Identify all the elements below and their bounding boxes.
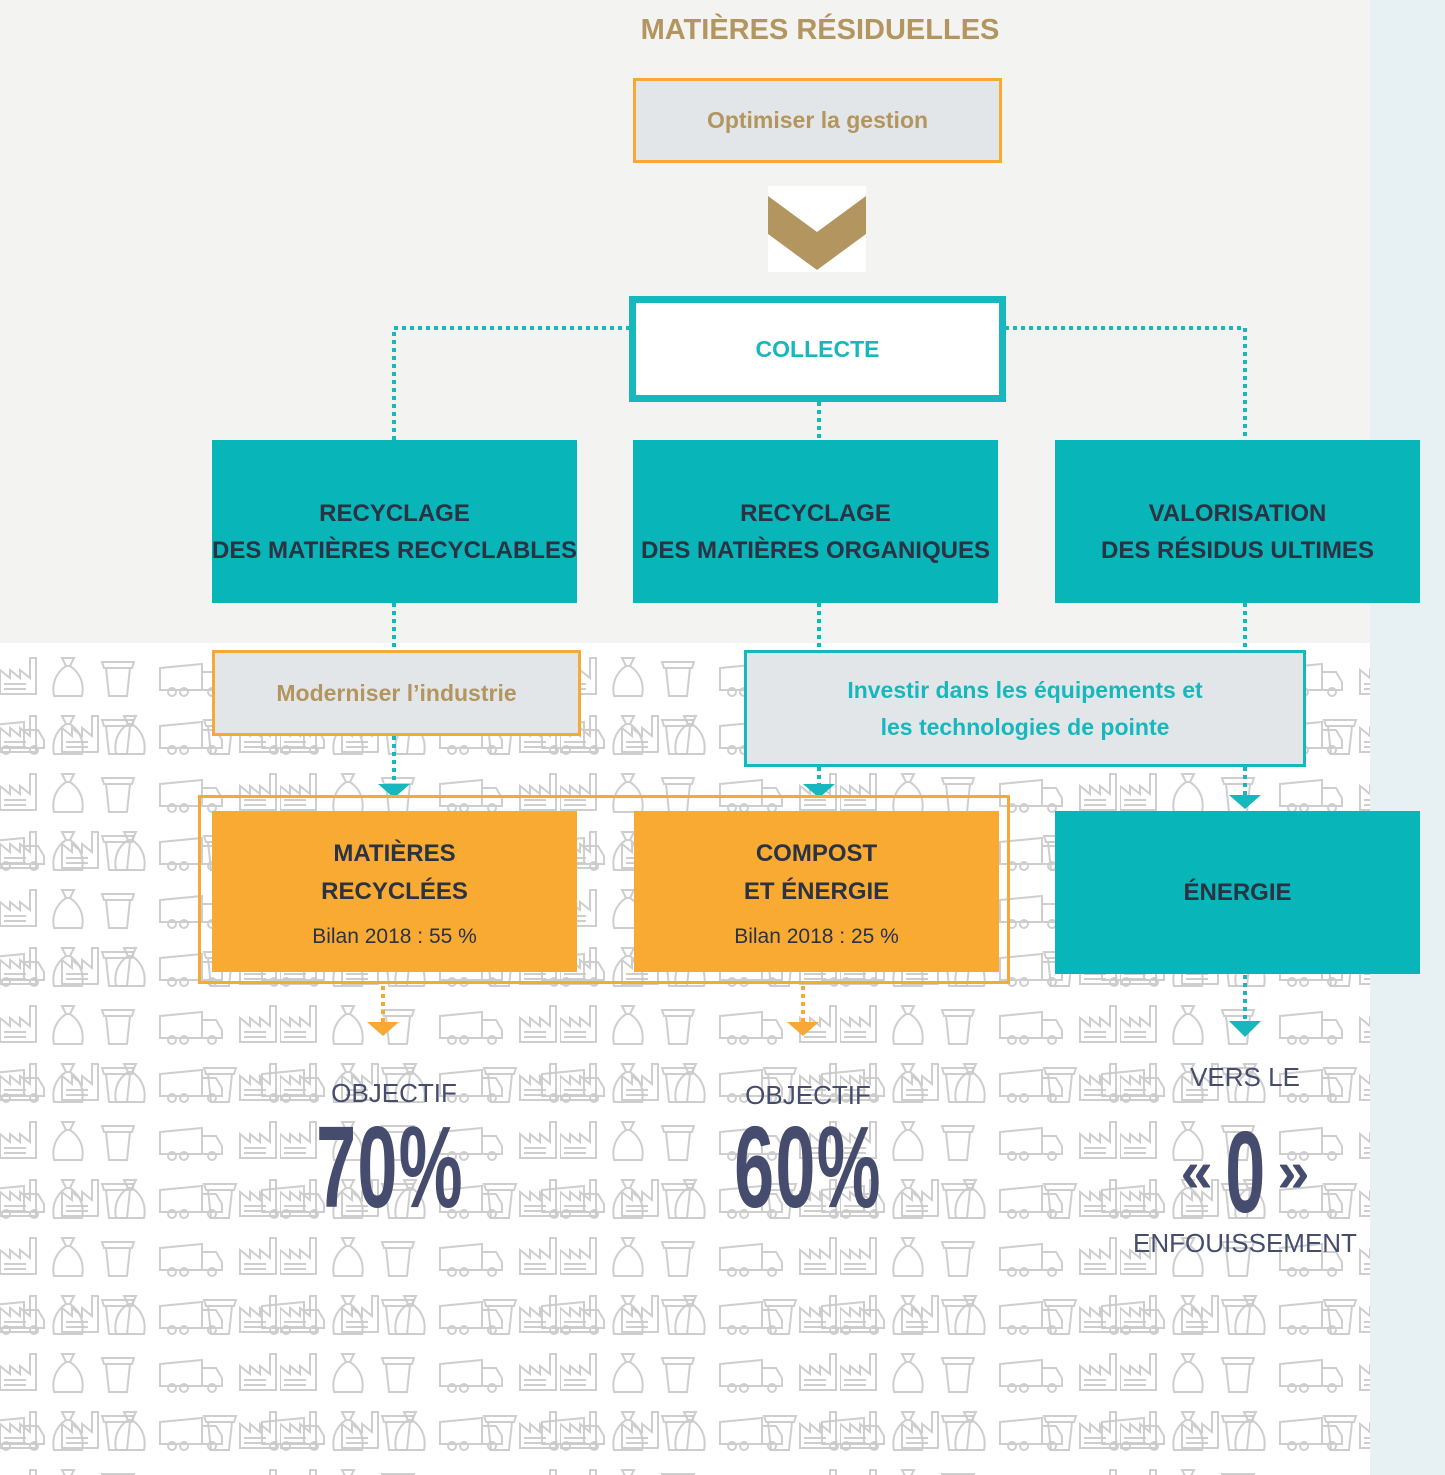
modernize-industry-label: Moderniser l’industrie	[276, 679, 517, 706]
output-recycled-materials-box: MATIÈRES RECYCLÉES Bilan 2018 : 55 %	[212, 811, 577, 972]
arrowhead-icon	[367, 1022, 399, 1036]
output-title: COMPOST	[755, 839, 878, 867]
stream-subtitle: DES MATIÈRES RECYCLABLES	[212, 536, 577, 564]
stream-subtitle: DES RÉSIDUS ULTIMES	[1101, 536, 1374, 564]
page-title: MATIÈRES RÉSIDUELLES	[640, 14, 1000, 46]
stream-residus-box: VALORISATION DES RÉSIDUS ULTIMES	[1055, 440, 1420, 603]
quote-close: »	[1277, 1139, 1310, 1205]
target-label: OBJECTIF	[331, 1078, 457, 1108]
zero-landfill-value: «0»	[1110, 1107, 1380, 1237]
arrowhead-icon	[1229, 795, 1261, 809]
collecte-label: COLLECTE	[755, 335, 880, 362]
output-title: MATIÈRES	[333, 839, 456, 867]
stream-subtitle: DES MATIÈRES ORGANIQUES	[641, 536, 990, 564]
output-bilan: Bilan 2018 : 25 %	[734, 924, 899, 948]
invest-line-2: les technologies de pointe	[880, 713, 1170, 740]
stream-organiques-box: RECYCLAGE DES MATIÈRES ORGANIQUES	[633, 440, 998, 603]
arrowhead-icon	[1229, 1021, 1261, 1037]
modernize-industry-box: Moderniser l’industrie	[212, 650, 581, 736]
target-percent: 60%	[734, 1102, 882, 1232]
stream-title: RECYCLAGE	[319, 499, 470, 527]
target-value: 60%	[648, 1100, 968, 1234]
target-label: ENFOUISSEMENT	[1133, 1228, 1357, 1258]
optimize-goal-label: Optimiser la gestion	[706, 107, 929, 133]
output-title: ÉNERGIE	[1183, 879, 1292, 906]
stream-recyclables-box: RECYCLAGE DES MATIÈRES RECYCLABLES	[212, 440, 577, 603]
optimize-goal-box: Optimiser la gestion	[633, 78, 1002, 163]
waste-icons-pattern	[0, 643, 1370, 1475]
arrowhead-icon	[803, 784, 835, 798]
output-subtitle: ET ÉNERGIE	[743, 877, 890, 905]
target-percent: 70%	[316, 1102, 464, 1232]
target-label: VERS LE	[1190, 1062, 1300, 1092]
collecte-box: COLLECTE	[629, 296, 1006, 402]
output-energy-box: ÉNERGIE	[1055, 811, 1420, 974]
recycling-outputs-frame	[198, 795, 1010, 984]
quote-open: «	[1180, 1139, 1213, 1205]
target-value: 70%	[230, 1100, 550, 1234]
right-margin-band	[1370, 0, 1445, 1475]
arrowhead-icon	[787, 1022, 819, 1036]
output-compost-energy-box: COMPOST ET ÉNERGIE Bilan 2018 : 25 %	[634, 811, 999, 972]
target-label: OBJECTIF	[745, 1080, 871, 1110]
output-subtitle: RECYCLÉES	[321, 877, 468, 905]
target-zero: 0	[1224, 1107, 1265, 1237]
invest-equipment-box: Investir dans les équipements et les tec…	[744, 650, 1306, 767]
stream-title: RECYCLAGE	[740, 499, 891, 527]
invest-line-1: Investir dans les équipements et	[847, 676, 1203, 703]
output-bilan: Bilan 2018 : 55 %	[312, 924, 477, 948]
chevron-down-icon	[768, 186, 866, 272]
stream-title: VALORISATION	[1148, 499, 1327, 527]
arrowhead-icon	[378, 784, 410, 798]
